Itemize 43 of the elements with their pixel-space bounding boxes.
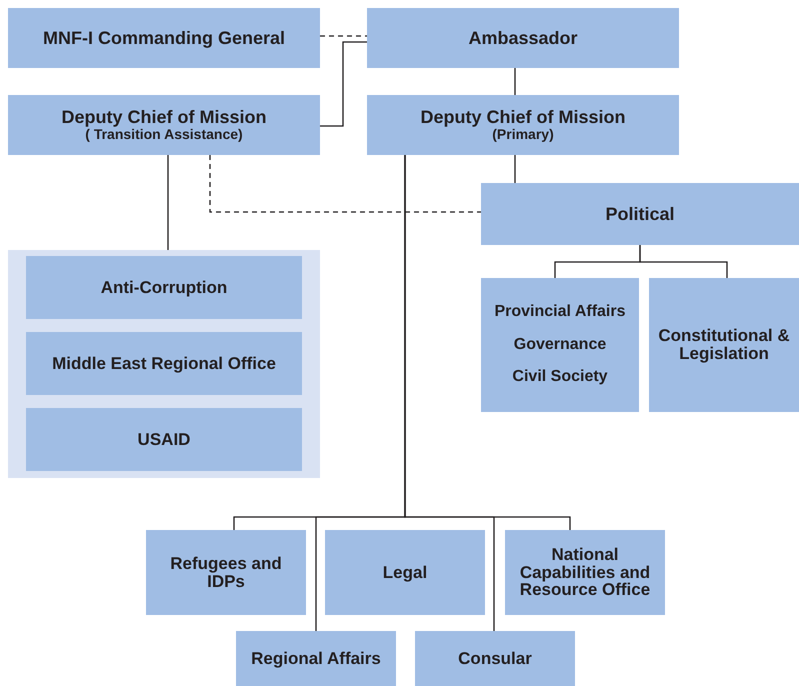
box-title: Consular <box>458 650 532 668</box>
connector-line <box>639 245 728 278</box>
box-title: Provincial Affairs <box>494 304 626 321</box>
box-title: Governance <box>514 336 606 354</box>
box-title: MNF-I Commanding General <box>42 28 285 48</box>
connector-line <box>320 41 367 127</box>
org-box <box>26 256 302 319</box>
box-title: Anti-Corruption <box>100 278 228 296</box>
box-subtitle: ( Transition Assistance) <box>85 126 243 142</box>
org-box <box>505 530 665 615</box>
box-title: Deputy Chief of Mission <box>61 108 266 127</box>
box-title: National Capabilities and Resource Office <box>518 546 652 600</box>
org-box <box>367 95 679 155</box>
org-box <box>649 278 799 412</box>
org-box <box>415 631 575 686</box>
box-title: USAID <box>138 430 190 448</box>
org-box <box>236 631 396 686</box>
box-title: Legal <box>382 564 428 582</box>
org-box <box>367 8 679 68</box>
org-box <box>26 408 302 471</box>
connector-line <box>514 155 516 183</box>
org-box <box>146 530 306 615</box>
org-box <box>8 95 320 155</box>
connector-line <box>514 68 516 95</box>
org-box <box>481 278 639 412</box>
box-title: Civil Society <box>512 369 608 386</box>
box-title: Constitutional & Legislation <box>657 327 791 363</box>
connector-line <box>209 155 481 213</box>
connector-line <box>167 155 169 250</box>
box-title: Ambassador <box>468 28 578 48</box>
box-title: Political <box>605 204 675 224</box>
org-box <box>325 530 485 615</box>
box-title: Refugees and IDPs <box>169 554 283 590</box>
box-title: Deputy Chief of Mission <box>420 108 626 127</box>
box-subtitle: (Primary) <box>492 126 554 142</box>
box-title: Regional Affairs <box>251 650 381 668</box>
org-box <box>481 183 799 245</box>
group-panel <box>8 250 320 478</box>
connector-line <box>404 155 571 530</box>
box-title: Middle East Regional Office <box>52 354 276 372</box>
connector-line <box>320 35 367 37</box>
org-box <box>26 332 302 395</box>
org-box <box>8 8 320 68</box>
